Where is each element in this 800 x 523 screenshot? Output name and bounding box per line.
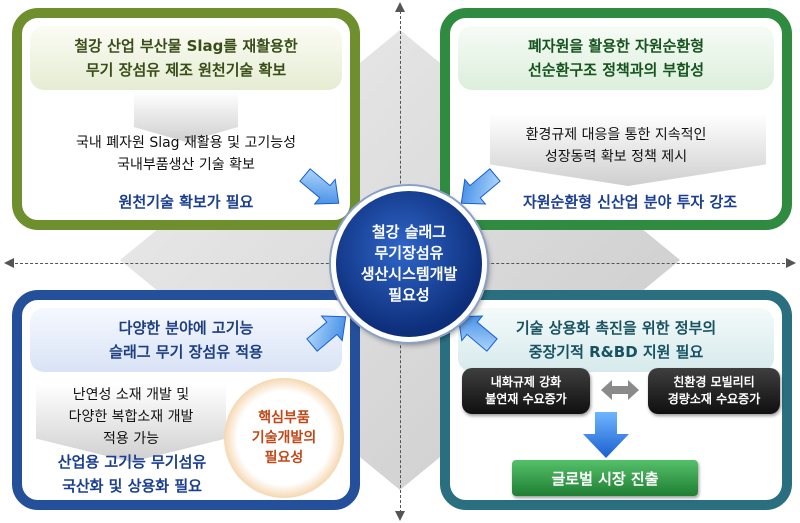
- blue-arrow-icon: [306, 315, 347, 352]
- bottom-left-emphasis-line-2: 국산화 및 상용화 필요: [62, 477, 202, 495]
- bottom-left-emphasis-line-1: 산업용 고기능 무기섬유: [57, 453, 207, 471]
- global-market-box: 글로벌 시장 진출: [512, 460, 698, 496]
- double-arrow-icon: [601, 380, 639, 400]
- blue-arrow-icon: [460, 168, 501, 205]
- quadrant-top-right: 폐자원을 활용한 자원순환형 선순환구조 정책과의 부합성 환경규제 대응을 통…: [440, 8, 792, 230]
- demand-pill-mobility: 친환경 모빌리티 경량소재 수요증가: [648, 368, 780, 414]
- center-line-2: 무기장섬유: [374, 244, 444, 262]
- pill-right-line-2: 경량소재 수요증가: [667, 392, 761, 406]
- top-left-header-line-2: 무기 장섬유 제조 원천기술 확보: [85, 61, 287, 79]
- down-arrow-icon: [583, 412, 629, 458]
- top-right-body: 환경규제 대응을 통한 지속적인 성장동력 확보 정책 제시: [450, 124, 782, 168]
- top-left-header-line-1: 철강 산업 부산물 Slag를 재활용한: [74, 37, 298, 55]
- pill-left-line-1: 내화규제 강화: [490, 375, 562, 389]
- bottom-left-header: 다양한 분야에 고기능 슬래그 무기 장섬유 적용: [30, 308, 342, 372]
- bottom-left-emphasis: 산업용 고기능 무기섬유 국산화 및 상용화 필요: [32, 450, 232, 498]
- bottom-right-header-line-1: 기술 상용화 촉진을 위한 정부의: [515, 319, 717, 337]
- key-technology-circle: 핵심부품 기술개발의 필요성: [224, 378, 344, 498]
- demand-pill-fireproof: 내화규제 강화 불연재 수요증가: [462, 368, 590, 414]
- top-left-emphasis: 원천기술 확보가 필요: [118, 193, 254, 211]
- bottom-left-body: 난연성 소재 개발 및 다양한 복합소재 개발 적용 가능: [36, 384, 226, 450]
- center-line-4: 필요성: [388, 286, 430, 304]
- top-right-emphasis: 자원순환형 신산업 분야 투자 강조: [522, 193, 738, 211]
- right-arrowhead-icon: [786, 258, 796, 268]
- key-technology-line-1: 핵심부품: [258, 410, 310, 426]
- top-right-header-line-1: 폐자원을 활용한 자원순환형: [527, 37, 705, 55]
- bottom-right-header-line-2: 중장기적 R&BD 지원 필요: [528, 343, 704, 361]
- bottom-left-body-line-3: 적용 가능: [103, 431, 159, 447]
- top-right-header-line-2: 선순환구조 정책과의 부합성: [527, 61, 705, 79]
- key-technology-line-2: 기술개발의: [251, 430, 317, 446]
- bottom-right-header: 기술 상용화 촉진을 위한 정부의 중장기적 R&BD 지원 필요: [458, 308, 774, 372]
- center-line-1: 철강 슬래그: [371, 223, 447, 241]
- top-left-body-line-1: 국내 폐자원 Slag 재활용 및 고기능성: [76, 135, 296, 151]
- bottom-left-body-line-1: 난연성 소재 개발 및: [72, 387, 190, 403]
- blue-arrow-icon: [299, 168, 340, 205]
- bottom-left-header-line-2: 슬래그 무기 장섬유 적용: [109, 343, 263, 361]
- top-left-header: 철강 산업 부산물 Slag를 재활용한 무기 장섬유 제조 원천기술 확보: [30, 26, 342, 90]
- top-right-body-line-1: 환경규제 대응을 통한 지속적인: [525, 127, 707, 143]
- blue-arrow-icon: [457, 315, 498, 352]
- center-line-3: 생산시스템개발: [360, 265, 458, 283]
- pill-right-line-1: 친환경 모빌리티: [673, 375, 755, 389]
- key-technology-line-3: 필요성: [264, 450, 304, 466]
- center-circle: 철강 슬래그 무기장섬유 생산시스템개발 필요성: [331, 186, 487, 342]
- down-arrowhead-icon: [395, 511, 405, 521]
- pill-left-line-2: 불연재 수요증가: [485, 392, 567, 406]
- bottom-left-header-line-1: 다양한 분야에 고기능: [118, 319, 254, 337]
- quadrant-top-left: 철강 산업 부산물 Slag를 재활용한 무기 장섬유 제조 원천기술 확보 국…: [12, 8, 360, 230]
- top-right-body-line-2: 성장동력 확보 정책 제시: [544, 149, 688, 165]
- top-right-header: 폐자원을 활용한 자원순환형 선순환구조 정책과의 부합성: [458, 26, 774, 90]
- up-arrowhead-icon: [395, 2, 405, 12]
- top-left-body-line-2: 국내부품생산 기술 확보: [117, 157, 255, 173]
- top-left-body: 국내 폐자원 Slag 재활용 및 고기능성 국내부품생산 기술 확보: [22, 132, 350, 176]
- bottom-left-body-line-2: 다양한 복합소재 개발: [68, 409, 194, 425]
- left-arrowhead-icon: [4, 258, 14, 268]
